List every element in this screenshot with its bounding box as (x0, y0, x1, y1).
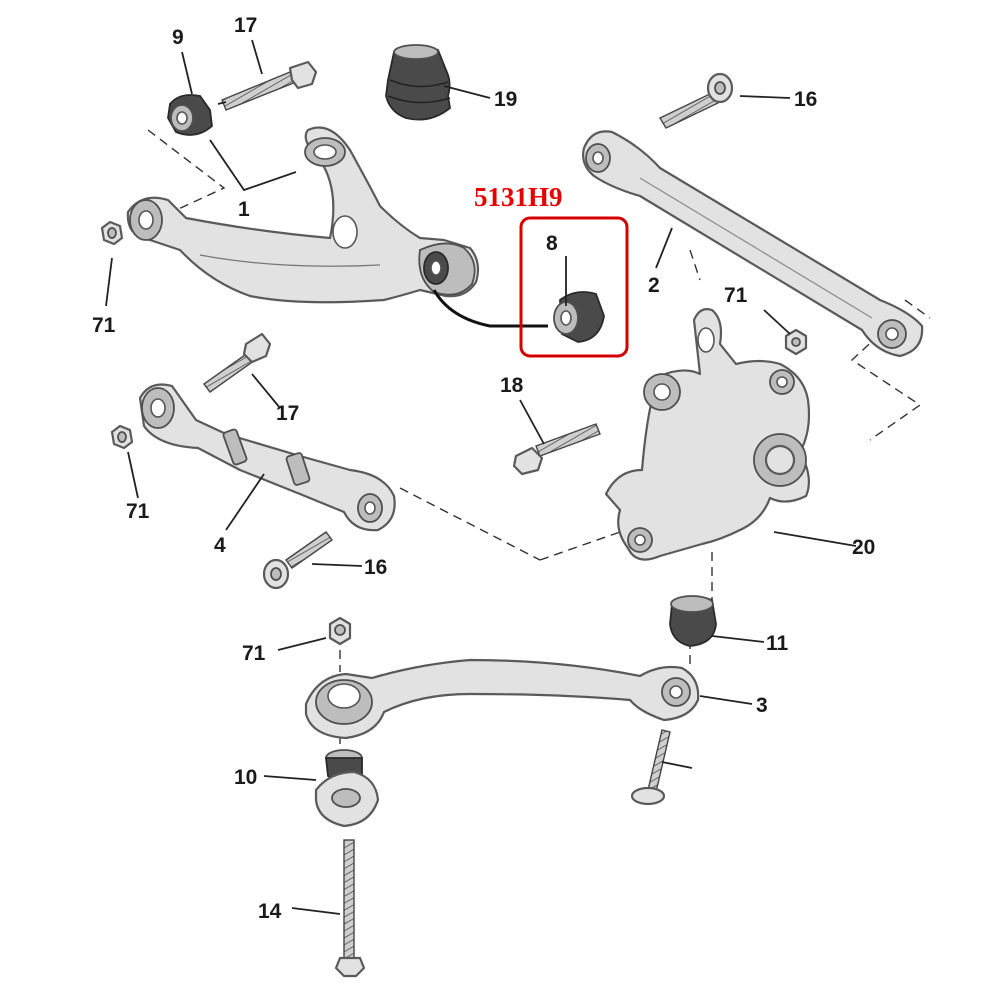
nut-71-upper-left (100, 220, 124, 246)
mount-10 (314, 749, 380, 828)
callout-4: 4 (214, 534, 226, 557)
callout-18: 18 (500, 374, 524, 397)
nut-71-bottom (328, 616, 352, 646)
callout-1: 1 (238, 198, 250, 221)
bolt-16-top (659, 72, 734, 129)
callout-17-top: 17 (234, 14, 257, 37)
bolt-14 (334, 839, 366, 978)
callout-71-upper-left: 71 (92, 314, 116, 337)
upper-control-arm-1 (126, 126, 480, 304)
callout-3: 3 (756, 694, 768, 717)
leader-lines (105, 39, 857, 915)
callout-16-bottom: 16 (364, 556, 387, 579)
nut-71-left-middle (110, 424, 134, 450)
callout-71-right: 71 (724, 284, 748, 307)
callout-8: 8 (546, 232, 558, 255)
callout-16-top: 16 (794, 88, 817, 111)
bolt-17-middle (203, 332, 272, 393)
callout-14: 14 (258, 900, 282, 923)
callout-labels: 9 17 19 1 71 16 5131H9 8 2 71 17 18 71 4… (92, 14, 875, 923)
callout-10: 10 (234, 766, 257, 789)
bolt-17-top (217, 60, 318, 111)
callout-9: 9 (172, 26, 184, 49)
lateral-link-2 (582, 130, 924, 358)
bushing-11 (669, 595, 717, 647)
callout-71-left-middle: 71 (126, 500, 150, 523)
callout-2: 2 (648, 274, 660, 297)
lower-control-arm-3 (304, 658, 700, 740)
bushing-8 (553, 291, 605, 343)
bolt-16-bottom (262, 531, 333, 590)
callout-19: 19 (494, 88, 517, 111)
callout-71-bottom: 71 (242, 642, 266, 665)
callout-11: 11 (766, 632, 789, 655)
bolt-18 (512, 423, 601, 476)
highlight-connector-line (432, 289, 548, 328)
part-code-label: 5131H9 (474, 182, 563, 212)
callout-20: 20 (852, 536, 875, 559)
hub-carrier-20 (604, 308, 811, 561)
highlight-box (519, 216, 629, 358)
bolt-lower-right (630, 729, 671, 806)
bump-stop-19 (385, 44, 451, 121)
nut-71-right (784, 328, 808, 356)
callout-17-middle: 17 (276, 402, 299, 425)
bushing-9 (167, 94, 213, 136)
toe-link-4 (138, 383, 396, 532)
